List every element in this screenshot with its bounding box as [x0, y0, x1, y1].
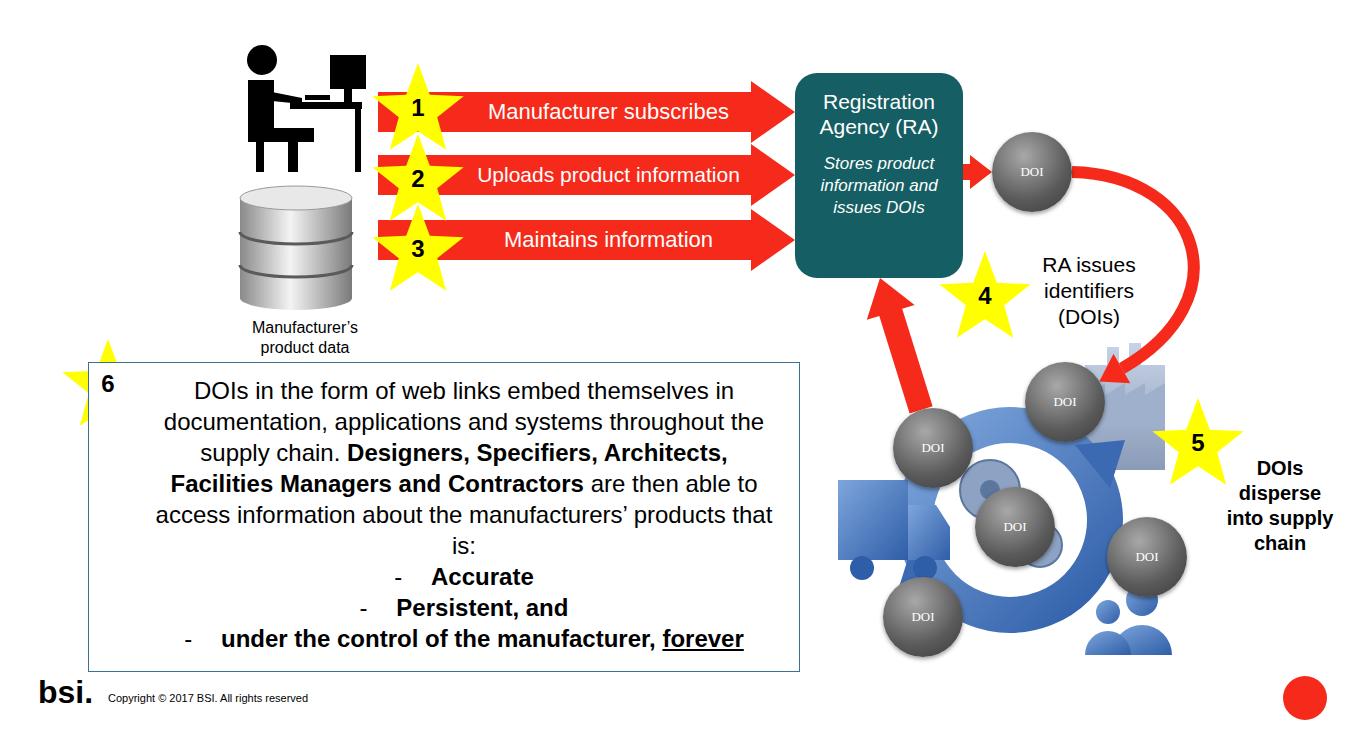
- callout-number: 5: [1178, 429, 1218, 457]
- doi-label: DOI: [1053, 394, 1076, 410]
- edge-label-text: Maintains information: [504, 227, 713, 252]
- list-text: Persistent, and: [396, 594, 568, 621]
- connector: [963, 155, 992, 189]
- label-text: DOIs disperse into supply chain: [1227, 457, 1334, 554]
- wrap: Manufacturer’s product data: [232, 318, 378, 358]
- edge-label-text: Manufacturer subscribes: [488, 99, 729, 124]
- agency-box: Registration Agency (RA) Stores product i…: [795, 73, 963, 278]
- callout-star: [372, 204, 463, 291]
- callout-star: [1152, 398, 1243, 485]
- connector: [1072, 172, 1194, 383]
- label-text: RA issues identifiers (DOIs): [1042, 253, 1135, 328]
- label-text: Copyright © 2017 BSI. All rights reserve…: [108, 692, 308, 704]
- person-at-computer: [247, 45, 366, 172]
- list-item: - under the control of the manufacturer,f…: [147, 623, 781, 654]
- edge-label: Maintains information: [470, 226, 747, 253]
- wrap: Registration Agency (RA): [805, 89, 953, 139]
- icon-caption: Manufacturer’s product data: [252, 319, 358, 356]
- doi-label: DOI: [921, 440, 944, 456]
- callout-number: 3: [398, 235, 438, 263]
- list-dash: -: [184, 625, 192, 652]
- label-text: 5: [1191, 429, 1204, 456]
- connector: [867, 278, 933, 413]
- callout-number: 4: [965, 282, 1005, 310]
- doi-circle: DOI: [883, 577, 963, 657]
- label-text: 1: [411, 94, 424, 121]
- callout-box: DOIs in the form of web links embed them…: [88, 362, 800, 672]
- wrap: Stores product information and issues DO…: [805, 153, 953, 219]
- label-text: 4: [978, 282, 991, 309]
- database-icon: [240, 186, 352, 310]
- list-dash: -: [394, 563, 402, 590]
- doi-label: DOI: [1135, 549, 1158, 565]
- block-arrow: [963, 155, 992, 189]
- callout-stars: [62, 63, 1243, 485]
- list-text: Accurate: [431, 563, 534, 590]
- agency-description: Stores product information and issues DO…: [820, 154, 937, 217]
- doi-label: DOI: [1020, 164, 1043, 180]
- list-item: - Persistent, and: [147, 592, 781, 623]
- block-arrow: [867, 278, 933, 413]
- doi-circle: DOI: [893, 408, 973, 488]
- list-dash: -: [360, 594, 368, 621]
- callout-number: 6: [88, 370, 128, 398]
- edge-label: Manufacturer subscribes: [470, 98, 747, 125]
- doi-label: DOI: [1003, 519, 1026, 535]
- paragraph: DOIs in the form of web links embed them…: [147, 375, 781, 561]
- logo: bsi.: [38, 672, 108, 712]
- label-text: bsi.: [38, 674, 93, 710]
- label-text: 2: [411, 165, 424, 192]
- annotation: RA issues identifiers (DOIs): [1030, 252, 1148, 330]
- list-item: - Accurate: [147, 561, 781, 592]
- list-text: under the control of the manufacturer,: [221, 625, 656, 652]
- edge-label: Uploads product information: [470, 161, 747, 188]
- label-text: 6: [101, 370, 114, 397]
- doi-circle: DOI: [1107, 517, 1187, 597]
- doi-circle: DOI: [992, 132, 1072, 212]
- emphasis-text: forever: [662, 625, 743, 652]
- doi-label: DOI: [911, 609, 934, 625]
- red-dot: [1283, 676, 1327, 720]
- copyright-note: Copyright © 2017 BSI. All rights reserve…: [108, 691, 408, 705]
- callout-number: 2: [398, 165, 438, 193]
- edge-label-text: Uploads product information: [477, 163, 740, 186]
- doi-circle: DOI: [975, 487, 1055, 567]
- arrowhead: [1099, 354, 1130, 384]
- label-text: 3: [411, 235, 424, 262]
- callout-number: 1: [398, 94, 438, 122]
- agency-title: Registration Agency (RA): [819, 90, 938, 138]
- annotation: DOIs disperse into supply chain: [1218, 456, 1342, 556]
- manufacturer-icon: Manufacturer’s product data: [232, 40, 378, 358]
- doi-circle: DOI: [1025, 362, 1105, 442]
